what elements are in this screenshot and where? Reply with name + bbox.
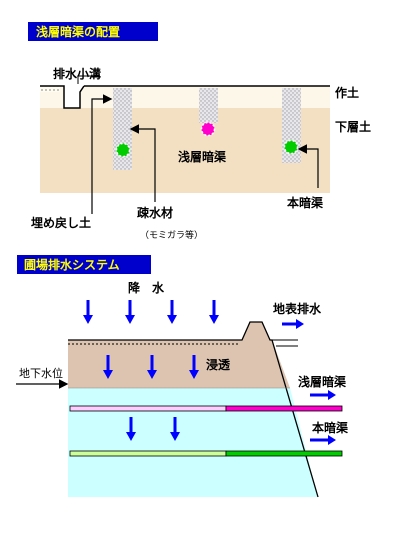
soil-zone: [68, 322, 290, 388]
soil-profile: [40, 85, 330, 193]
label-shallow-drain-2: 浅層暗渠: [298, 374, 346, 389]
pink-drain-dot: [200, 121, 216, 137]
green-drain-dot-1: [115, 142, 131, 158]
groundwater-zone: [68, 388, 318, 497]
label-material-note: （モミガラ等）: [140, 229, 203, 241]
main-drain-leader: [297, 144, 319, 188]
label-drain-ditch: 排水小溝: [53, 66, 101, 81]
section2-title: 圃場排水システム: [24, 257, 120, 272]
backfill-column-1: [113, 88, 132, 170]
subsoil-layer: [40, 108, 330, 193]
outflow-arrows: [282, 319, 336, 445]
backfill-column-2: [199, 88, 218, 123]
section1-title-box: 浅層暗渠の配置: [28, 22, 158, 41]
material-leader: [129, 124, 156, 202]
main-drain-pipe: [69, 450, 343, 457]
section1-title: 浅層暗渠の配置: [36, 24, 120, 39]
section2-title-box: 圃場排水システム: [17, 255, 151, 274]
label-groundwater-level: 地下水位: [19, 366, 63, 380]
label-permeable-material: 疎水材: [137, 205, 173, 220]
drain-ditch: [60, 85, 85, 109]
infiltration-arrows: [103, 355, 199, 441]
label-topsoil: 作土: [335, 85, 359, 100]
topsoil-layer: [40, 86, 330, 108]
green-drain-dot-2: [283, 139, 299, 155]
label-main-drain-2: 本暗渠: [312, 420, 348, 435]
shallow-drain-pipe: [69, 405, 343, 412]
label-backfill: 埋め戻し土: [31, 215, 91, 230]
label-subsoil: 下層土: [335, 119, 371, 134]
field-profile: [68, 321, 319, 498]
label-infiltration: 浸透: [206, 357, 231, 372]
label-shallow-drain-1: 浅層暗渠: [178, 149, 226, 164]
label-surface-drainage: 地表排水: [273, 301, 322, 316]
label-rain: 降 水: [128, 280, 165, 295]
label-main-drain-1: 本暗渠: [287, 195, 323, 210]
rain-arrows: [83, 300, 219, 324]
backfill-leader: [91, 94, 113, 214]
